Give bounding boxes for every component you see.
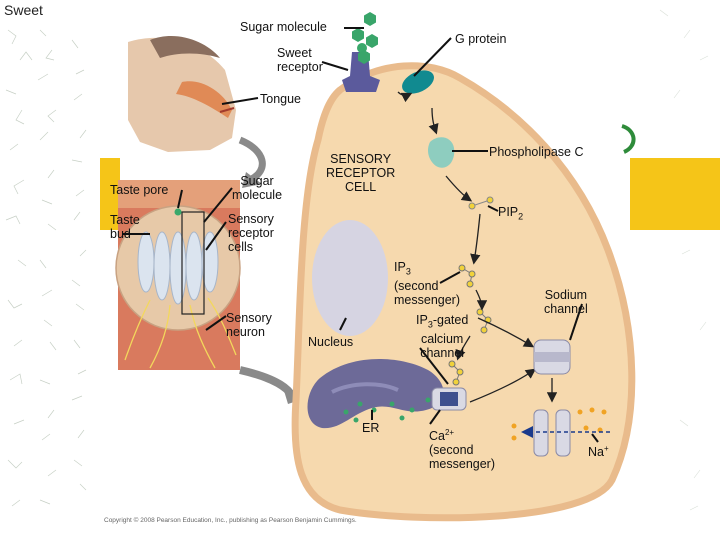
- accent-bar-right: [630, 158, 720, 230]
- copyright-notice: Copyright © 2008 Pearson Education, Inc.…: [104, 517, 357, 524]
- label-taste-pore: Taste pore: [110, 183, 169, 197]
- sodium-ions: [511, 407, 607, 441]
- label-sodium-channel: Sodium channel: [544, 288, 588, 316]
- label-ca: Ca2+ (second messenger): [429, 428, 495, 472]
- label-taste-bud: Taste bud: [110, 213, 140, 241]
- calcium-ions: [343, 397, 431, 423]
- taste-bud-inset: [115, 180, 241, 370]
- tongue-shape: [176, 81, 232, 118]
- label-er: ER: [362, 421, 380, 435]
- head-illustration: [128, 36, 236, 152]
- label-nucleus: Nucleus: [308, 335, 354, 349]
- label-tongue: Tongue: [260, 92, 302, 106]
- sweet-receptor: [342, 43, 380, 92]
- label-phospholipase-c: Phospholipase C: [489, 145, 584, 159]
- label-na: Na+: [588, 444, 609, 460]
- label-sweet-receptor: Sweet receptor: [277, 46, 323, 74]
- er-shape: [307, 358, 444, 429]
- label-ip3: IP3 (second messenger): [394, 260, 460, 307]
- label-sensory-receptor-cell: SENSORY RECEPTOR CELL: [326, 152, 396, 194]
- label-pip2: PIP2: [498, 205, 524, 222]
- inset-highlight-box: [181, 211, 205, 315]
- label-g-protein: G protein: [455, 32, 507, 46]
- label-ip3-gated-channel: IP3-gated calcium channel: [416, 313, 469, 360]
- slide-title: Sweet: [4, 2, 43, 18]
- green-arc-icon: [621, 124, 636, 154]
- sodium-channel-open: [533, 409, 571, 457]
- label-sugar-molecule-top: Sugar molecule: [240, 20, 327, 34]
- label-sugar-molecule-inset: Sugar molecule: [232, 174, 283, 202]
- g-protein-shape: [402, 70, 434, 94]
- accent-bar-left: [100, 158, 120, 230]
- sugar-molecules: [352, 12, 378, 64]
- gray-arrow-head: [238, 136, 266, 184]
- gray-arrow-inset: [239, 366, 296, 399]
- pip2-molecule: [468, 196, 494, 210]
- phospholipase-c-shape: [428, 137, 455, 168]
- label-sensory-receptor-cells: Sensory receptor cells: [228, 212, 274, 254]
- leader-lines: [122, 27, 599, 443]
- nucleus-shape: [312, 220, 388, 336]
- sodium-channel-closed: [533, 339, 571, 375]
- label-sensory-neuron: Sensory neuron: [226, 311, 272, 339]
- ip3-gated-channel-shape: [431, 387, 467, 411]
